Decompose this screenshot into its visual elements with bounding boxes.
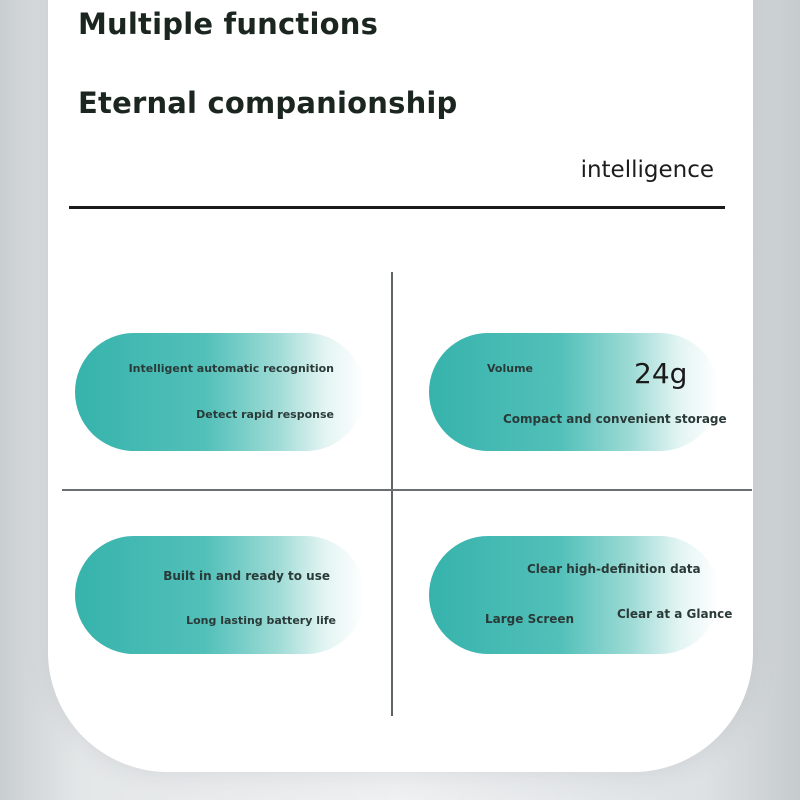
vertical-divider [391,272,393,716]
header-divider [69,206,725,209]
feature-pill-screen [429,536,719,654]
feature-clear-glance: Clear at a Glance [617,607,733,621]
feature-pill-battery [75,536,365,654]
subtitle-intelligence: intelligence [580,157,714,183]
horizontal-divider [62,489,752,491]
feature-pill-recognition [75,333,365,451]
feature-builtin-title: Built in and ready to use [163,569,330,583]
feature-storage-caption: Compact and convenient storage [503,412,727,426]
feature-battery-subtitle: Long lasting battery life [186,614,336,627]
heading-eternal-companionship: Eternal companionship [78,86,458,120]
feature-volume-value: 24g [634,357,688,390]
feature-large-screen: Large Screen [485,612,575,626]
feature-recognition-title: Intelligent automatic recognition [128,362,334,375]
feature-volume-label: Volume [487,362,533,375]
feature-recognition-subtitle: Detect rapid response [196,408,334,421]
heading-multiple-functions: Multiple functions [78,7,379,41]
feature-hd-data-title: Clear high-definition data [527,562,701,576]
feature-pill-volume [429,333,719,451]
